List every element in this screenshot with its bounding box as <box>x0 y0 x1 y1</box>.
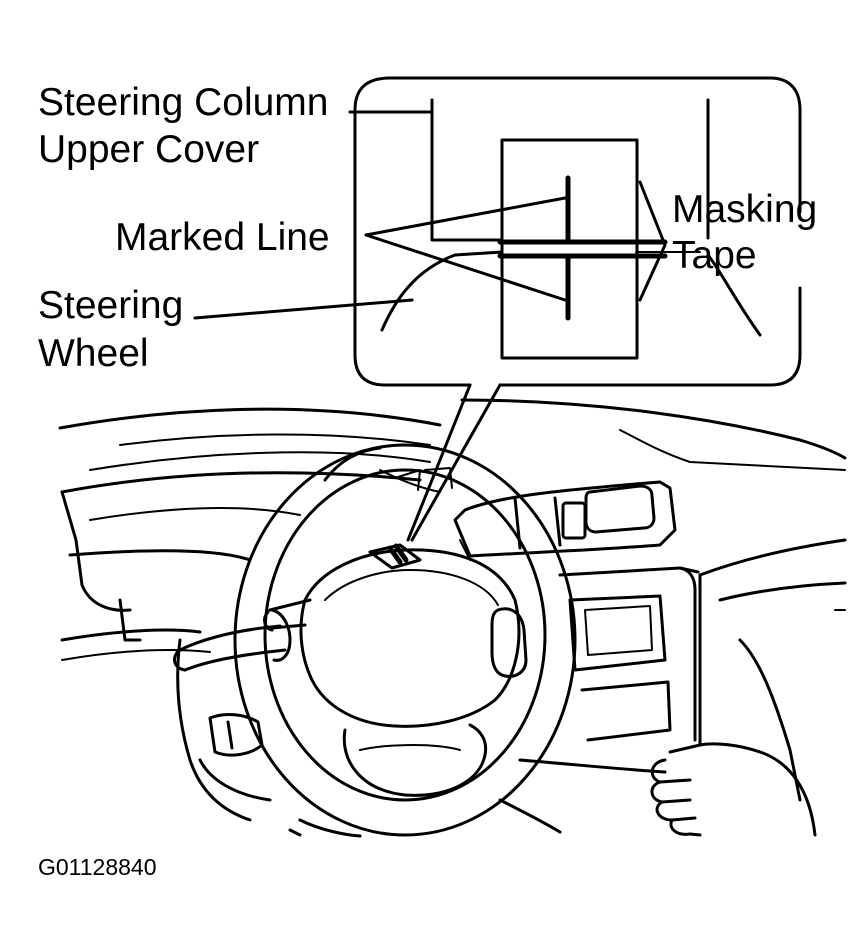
detail-callout <box>353 76 802 542</box>
label-steering-wheel-line1: Steering <box>38 284 183 327</box>
label-masking-tape-line1: Masking <box>672 188 817 231</box>
masking-tape-rect <box>500 138 639 360</box>
label-steering-column-line1: Steering Column <box>38 81 328 124</box>
leader-lines <box>193 110 567 320</box>
label-steering-column-line2: Upper Cover <box>38 128 259 171</box>
masking-tape-bracket <box>638 180 667 302</box>
label-steering-wheel-line2: Wheel <box>38 332 149 375</box>
dashboard-illustration <box>58 398 847 838</box>
label-masking-tape-line2: Tape <box>672 234 757 277</box>
label-marked-line: Marked Line <box>115 216 330 259</box>
figure-code: G01128840 <box>38 854 157 880</box>
steering-wheel-illustration <box>233 443 577 837</box>
